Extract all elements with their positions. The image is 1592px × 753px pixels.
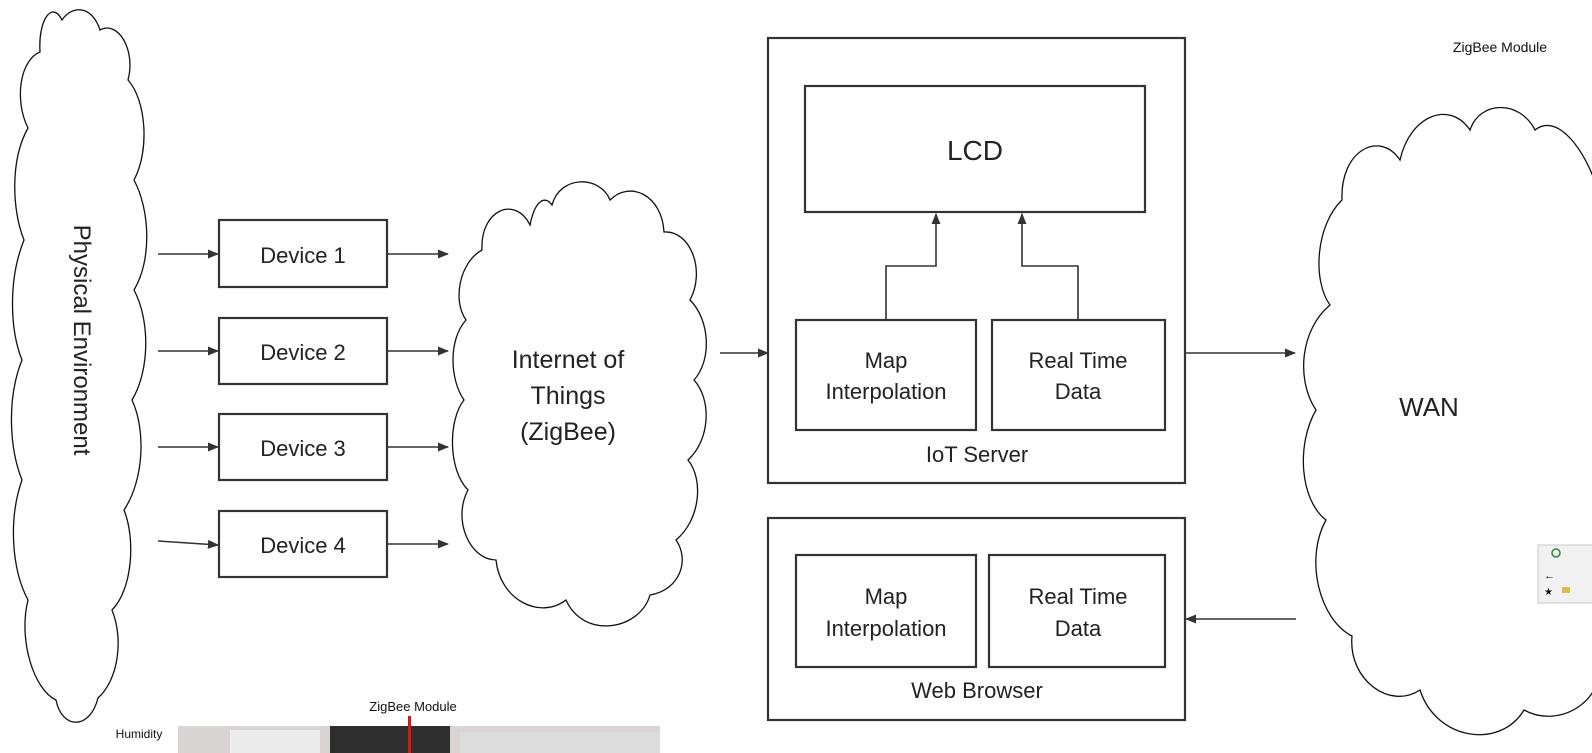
iot-cloud: Internet of Things (ZigBee) [451,181,707,627]
physical-environment-cloud-shape [10,9,148,723]
lcd-label: LCD [947,135,1003,166]
physical-environment-label: Physical Environment [68,225,95,456]
browser-map-interpolation-line-2: Interpolation [825,616,946,641]
zigbee-module-label-bottom: ZigBee Module [369,699,456,714]
device-1-box: Device 1 [217,218,389,289]
device-1-label: Device 1 [260,243,346,268]
wan-cloud: WAN [1302,107,1592,736]
physical-environment-cloud: Physical Environment [10,9,148,723]
svg-text:←: ← [1544,570,1555,582]
wan-cloud-shape [1302,107,1592,736]
browser-map-interpolation-box [794,553,978,669]
web-browser-title: Web Browser [911,678,1043,703]
hardware-photo-fragment: ZigBee Module Humidity [116,699,660,753]
device-2-label: Device 2 [260,340,346,365]
iot-cloud-line-2: Things [530,382,605,410]
iot-cloud-line-1: Internet of [512,346,625,374]
arrow-realtime-to-lcd [1017,212,1079,320]
server-real-time-data-line-1: Real Time [1028,348,1127,373]
iot-server-title: IoT Server [926,442,1028,467]
web-browser: Map Interpolation Real Time Data Web Bro… [766,516,1187,722]
lcd-box [803,84,1147,214]
browser-real-time-data-line-1: Real Time [1028,584,1127,609]
arrow-map-to-lcd [885,212,941,320]
browser-map-interpolation-line-1: Map [865,584,908,609]
wan-label: WAN [1399,392,1459,422]
humidity-label: Humidity [116,727,163,741]
server-map-interpolation-line-2: Interpolation [825,379,946,404]
server-real-time-data-line-2: Data [1055,379,1102,404]
zigbee-module-label-top: ZigBee Module [1453,39,1547,55]
iot-cloud-shape [451,181,707,627]
arrow-env-device4 [157,539,220,549]
device-2-box: Device 2 [217,316,389,386]
device-4-box: Device 4 [217,509,389,579]
server-real-time-data-box [990,318,1167,432]
server-map-interpolation-box [794,318,978,432]
device-3-label: Device 3 [260,436,346,461]
browser-real-time-data-line-2: Data [1055,616,1102,641]
svg-text:★: ★ [1544,587,1553,598]
server-map-interpolation-line-1: Map [865,348,908,373]
device-4-label: Device 4 [260,533,346,558]
browser-window-fragment: ← ★ [1537,544,1592,604]
iot-cloud-line-3: (ZigBee) [520,418,616,446]
iot-server: LCD Map Interpolation Real Time Data IoT… [766,36,1187,485]
browser-real-time-data-box [987,553,1167,669]
device-3-box: Device 3 [217,412,389,482]
